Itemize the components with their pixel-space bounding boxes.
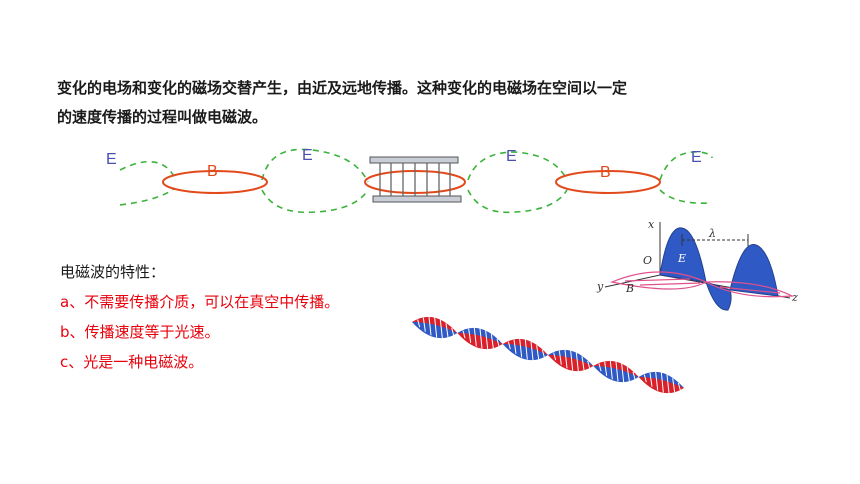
b-vector-label: B — [625, 282, 634, 295]
em-wave-properties: 电磁波的特性： a、不需要传播介质，可以在真空中传播。 b、传播速度等于光速。 … — [60, 257, 339, 377]
helix-stripe — [473, 327, 477, 347]
axis-x-label: x — [648, 218, 655, 231]
helix-stripe — [570, 350, 574, 371]
e-label-4: E — [691, 149, 702, 166]
e-field-loops — [119, 148, 713, 214]
property-item-b: b、传播速度等于光速。 — [60, 323, 220, 341]
lambda-label: λ — [708, 227, 716, 240]
helix-stripe — [672, 378, 676, 393]
helix-lobe-lower — [412, 322, 458, 339]
helix-stripe — [553, 352, 557, 361]
helix-stripe — [660, 372, 664, 393]
helix-stripe — [564, 349, 568, 369]
b-label-1: B — [207, 163, 218, 180]
b-field-loops — [162, 170, 661, 194]
helix-stripe — [479, 328, 483, 349]
helix-stripe — [507, 341, 511, 350]
properties-heading: 电磁波的特性： — [60, 263, 166, 281]
helix-lobe-lower — [638, 377, 684, 394]
helix-stripe — [417, 319, 421, 328]
helix-stripe — [536, 345, 540, 360]
helix-lobe-lower — [502, 344, 548, 361]
e-label-3: E — [506, 148, 517, 165]
helix-stripe — [604, 361, 608, 376]
helix-stripe — [496, 338, 500, 347]
helix-stripe — [643, 374, 647, 383]
helix-stripe — [445, 323, 449, 338]
property-item-a: a、不需要传播介质，可以在真空中传播。 — [60, 293, 340, 311]
intro-line-2: 的速度传播的过程叫做电磁波。 — [57, 108, 268, 126]
helix-stripe — [434, 317, 438, 338]
helix-stripe — [541, 349, 545, 358]
axis-z-label: z — [791, 291, 798, 304]
property-item-c: c、光是一种电磁波。 — [60, 353, 204, 371]
helix-stripe — [575, 352, 579, 372]
capacitor — [369, 156, 462, 203]
helix-stripe — [632, 371, 636, 380]
e-label-1: E — [106, 151, 117, 168]
helix-ribbons — [412, 316, 684, 394]
helix-lobe-lower — [457, 333, 503, 350]
e-label-2: E — [302, 147, 313, 164]
helix-stripe — [422, 317, 426, 332]
helix-stripe — [626, 367, 630, 382]
helix-stripe — [581, 356, 585, 371]
helix-stripe — [524, 339, 528, 360]
helix-stripe — [558, 350, 562, 365]
helix-stripe — [468, 328, 472, 343]
helix-stripe — [649, 372, 653, 387]
lambda-marker — [681, 234, 749, 246]
helix-stripe — [519, 338, 523, 358]
helix-stripe — [615, 361, 619, 382]
helix-stripe — [513, 339, 517, 354]
helix-stripe — [655, 371, 659, 391]
helix-stripe — [677, 382, 681, 391]
helix-stripe — [530, 341, 534, 361]
intro-line-1: 变化的电场和变化的磁场交替产生，由近及远地传播。这种变化的电磁场在空间以一定 — [57, 79, 628, 97]
helix-stripe — [621, 363, 625, 383]
helix-lobe-lower — [548, 355, 594, 372]
b-label-2: B — [600, 164, 611, 181]
helix-stripe — [428, 316, 432, 336]
helix-lobe-lower — [593, 366, 639, 383]
origin-label: O — [643, 254, 652, 267]
helix-stripe — [462, 330, 466, 339]
helix-stripe — [609, 360, 613, 380]
intro-paragraph: 变化的电场和变化的磁场交替产生，由近及远地传播。这种变化的电磁场在空间以一定 的… — [57, 74, 757, 132]
helix-stripe — [451, 327, 455, 336]
helix-stripe — [485, 330, 489, 350]
helix-stripe — [598, 363, 602, 372]
helix-stripe — [490, 334, 494, 349]
helix-stripe — [666, 374, 670, 394]
b-field-lobes — [609, 271, 795, 298]
helix-stripe — [587, 360, 591, 369]
helix-stripe — [439, 319, 443, 339]
axis-y-label: y — [596, 280, 604, 293]
e-vector-label: E — [677, 252, 686, 265]
